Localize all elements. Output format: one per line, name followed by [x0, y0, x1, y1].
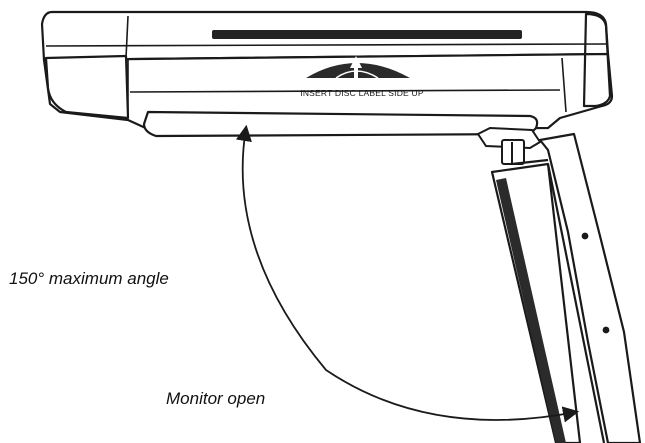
- disc-slot: [212, 30, 522, 39]
- housing-front-cap: [44, 54, 130, 120]
- panel-screw-lower: [602, 326, 610, 334]
- opening-angle-arc: [235, 124, 580, 423]
- housing-rear-cap: [582, 12, 612, 108]
- eject-arrow-emblem-icon: [306, 56, 410, 79]
- max-angle-callout: 150° maximum angle: [9, 269, 169, 288]
- housing-seams: [45, 15, 607, 118]
- monitor-screen-panel: [490, 132, 642, 443]
- disc-label-instruction: INSERT DISC LABEL SIDE UP: [300, 88, 424, 98]
- housing-base-lip: [142, 110, 539, 138]
- monitor-open-callout: Monitor open: [166, 389, 266, 408]
- housing-lower-shell: [42, 52, 614, 132]
- panel-screw-upper: [581, 232, 589, 240]
- hinge-bracket: [476, 126, 542, 165]
